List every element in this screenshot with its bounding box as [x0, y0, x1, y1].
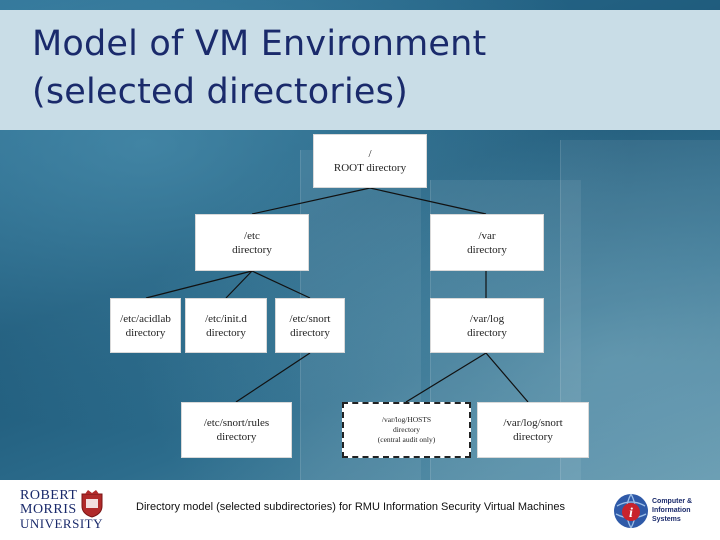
- slide-title-line-1: Model of VM Environment: [32, 24, 487, 64]
- node-var-log-snort: /var/log/snort directory: [477, 402, 589, 458]
- footer-bar: [0, 480, 720, 540]
- node-label: /var/log: [469, 312, 505, 325]
- node-label: directory: [467, 326, 507, 339]
- node-label: directory: [392, 425, 421, 434]
- link-root-var: [369, 187, 487, 215]
- link-etc-snort: [251, 270, 311, 299]
- node-var-log: /var/log directory: [430, 298, 544, 353]
- node-label: /var/log/HOSTS: [381, 415, 432, 424]
- node-label: /etc/snort: [289, 312, 331, 325]
- node-label: /etc/snort/rules: [203, 417, 270, 429]
- globe-info-icon: i: [614, 493, 648, 529]
- link-etc-acidlab: [145, 270, 253, 299]
- node-label: /var/log/snort: [503, 417, 563, 429]
- figure-caption: Directory model (selected subdirectories…: [136, 501, 565, 513]
- node-label: directory: [232, 243, 272, 256]
- link-root-etc: [251, 187, 371, 215]
- logo-word: ROBERT: [20, 488, 78, 503]
- rmu-logo: ROBERT MORRIS UNIVERSITY: [20, 488, 110, 532]
- node-label: directory: [125, 326, 166, 339]
- link-varlog-hosts: [405, 352, 487, 403]
- node-label: directory: [513, 431, 553, 443]
- logo-word: UNIVERSITY: [20, 516, 103, 531]
- link-etc-initd: [225, 270, 253, 299]
- link-snort-rules: [235, 352, 311, 403]
- node-etc-snort: /etc/snort directory: [275, 298, 345, 353]
- node-label: /var: [478, 229, 496, 242]
- node-label: /etc/init.d: [205, 312, 247, 325]
- node-var: /var directory: [430, 214, 544, 271]
- node-label: directory: [467, 243, 507, 256]
- node-label: /etc: [244, 229, 260, 242]
- node-label: /: [368, 148, 372, 160]
- node-label: ROOT directory: [333, 162, 407, 174]
- logo-word: MORRIS: [20, 502, 77, 517]
- node-etc-initd: /etc/init.d directory: [185, 298, 267, 353]
- node-label: directory: [216, 431, 257, 443]
- node-label: directory: [206, 326, 246, 339]
- info-glyph: i: [629, 506, 633, 521]
- node-root: / ROOT directory: [313, 134, 427, 188]
- node-var-log-hosts: /var/log/HOSTS directory (central audit …: [342, 402, 471, 458]
- logo-word: Information: [652, 507, 691, 514]
- slide-title-line-2: (selected directories): [32, 72, 408, 112]
- cis-logo: i Computer & Information Systems: [610, 490, 710, 534]
- tree-connectors: [145, 187, 529, 403]
- node-label: (central audit only): [377, 435, 436, 444]
- link-varlog-snort: [485, 352, 529, 403]
- logo-word: Systems: [652, 516, 681, 523]
- node-label: directory: [290, 326, 330, 339]
- title-band: Model of VM Environment (selected direct…: [0, 10, 720, 130]
- node-etc: /etc directory: [195, 214, 309, 271]
- node-etc-snort-rules: /etc/snort/rules directory: [181, 402, 292, 458]
- node-label: /etc/acidlab: [120, 312, 171, 325]
- node-etc-acidlab: /etc/acidlab directory: [110, 298, 181, 353]
- rmu-crest-icon: [81, 490, 103, 518]
- logo-word: Computer &: [652, 498, 693, 505]
